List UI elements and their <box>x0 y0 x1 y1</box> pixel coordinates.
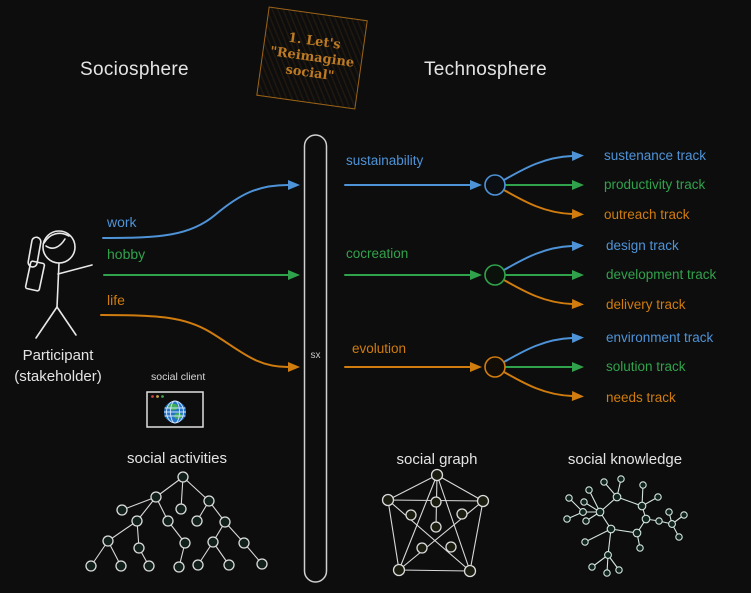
evolution-node <box>484 356 506 378</box>
flow-life-line <box>100 314 300 372</box>
social-client-browser-icon <box>146 391 204 428</box>
track-sustenance-label: sustenance track <box>604 148 707 163</box>
flow-hobby-label: hobby <box>107 246 146 262</box>
note-text: 1. Let's "Reimagine social" <box>269 30 356 85</box>
globe-icon <box>164 400 186 424</box>
flow-work-line <box>102 180 300 239</box>
group-sustainability-label: sustainability <box>346 153 424 168</box>
social-graph-network <box>381 468 490 578</box>
track-development-label: development track <box>606 267 717 282</box>
reimagine-social-note: 1. Let's "Reimagine social" <box>256 6 368 110</box>
track-outreach-label: outreach track <box>604 207 690 222</box>
sociosphere-title: Sociosphere <box>80 59 189 80</box>
group-evolution-lines <box>344 333 584 401</box>
track-environment-label: environment track <box>606 330 714 345</box>
social-graph-title: social graph <box>396 451 478 468</box>
track-productivity-label: productivity track <box>604 177 706 192</box>
social-client-label: social client <box>151 371 206 383</box>
sustainability-node <box>484 174 506 196</box>
participant-stick-figure-icon <box>24 230 93 339</box>
social-knowledge-graph <box>563 475 688 577</box>
cocreation-node <box>484 264 506 286</box>
group-sustainability-lines <box>344 151 584 219</box>
technosphere-title: Technosphere <box>424 59 547 80</box>
social-knowledge-title: social knowledge <box>567 451 683 468</box>
group-cocreation-label: cocreation <box>346 246 409 261</box>
social-activities-graph <box>85 471 268 573</box>
flow-life-label: life <box>107 292 125 308</box>
participant-label-line2: (stakeholder) <box>14 368 102 385</box>
track-design-label: design track <box>606 238 679 253</box>
participant-label-line1: Participant <box>22 347 94 364</box>
track-solution-label: solution track <box>606 359 686 374</box>
track-delivery-label: delivery track <box>606 297 686 312</box>
flow-work-label: work <box>107 214 137 230</box>
participant-label: Participant (stakeholder) <box>0 345 118 387</box>
sx-hub-bar <box>303 134 328 583</box>
group-cocreation-lines <box>344 241 584 309</box>
sx-hub-label: sx <box>310 350 321 361</box>
track-needs-label: needs track <box>606 390 676 405</box>
social-activities-title: social activities <box>126 450 228 467</box>
group-evolution-label: evolution <box>352 341 407 356</box>
